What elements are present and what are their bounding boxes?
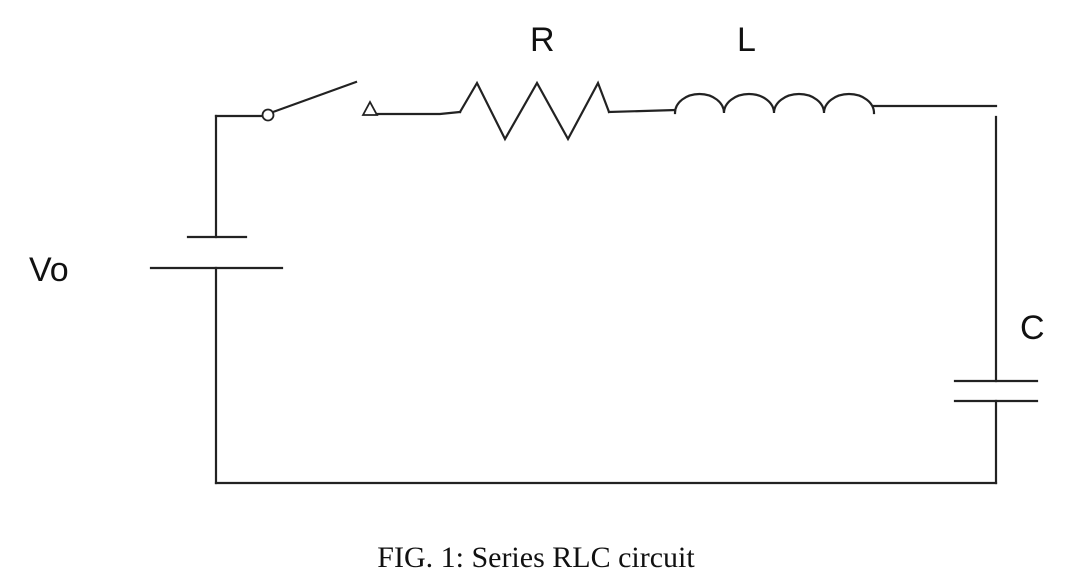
resistor-zigzag [458,80,611,142]
battery-symbol [149,114,284,485]
resistor-label: R [530,21,555,59]
inductor-coils [673,92,876,115]
inductor-label: L [737,21,756,59]
switch-lever [271,80,358,114]
capacitor-symbol [953,115,1039,485]
switch-to-resistor-wire [375,110,462,116]
figure-caption: FIG. 1: Series RLC circuit [377,541,695,574]
source-label: Vo [29,251,69,289]
resistor-to-inductor-wire [607,108,677,114]
switch-symbol [261,80,379,122]
capacitor-label: C [1020,309,1045,347]
switch-contact [361,100,379,116]
switch-pivot [261,108,275,122]
